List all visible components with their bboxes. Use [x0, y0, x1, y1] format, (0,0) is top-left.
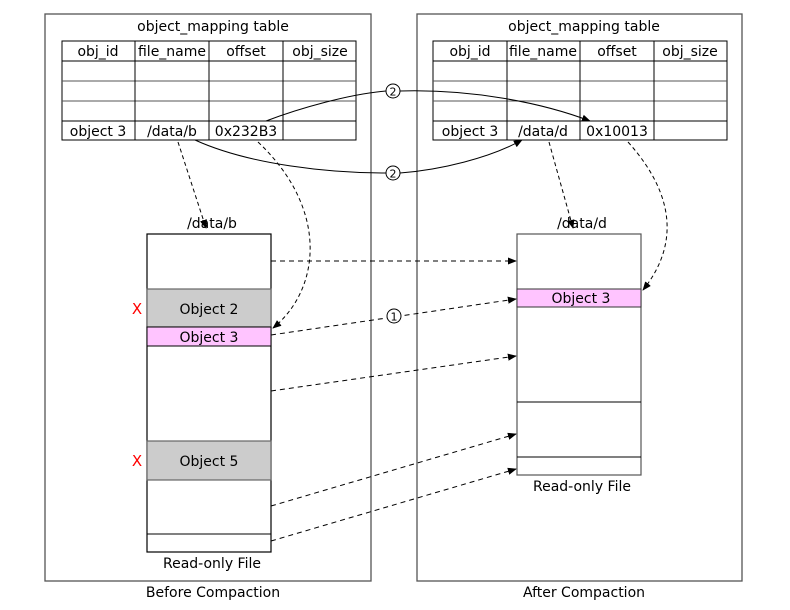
after-panel: object_mapping table obj_id file_name of…	[416, 13, 743, 601]
after-read-only-file: Object 3	[516, 233, 642, 476]
after-file-caption: Read-only File	[533, 479, 631, 495]
before-file-caption: Read-only File	[163, 556, 261, 572]
before-table-title: object_mapping table	[137, 19, 289, 35]
cell-offset: 0x10013	[586, 124, 648, 140]
after-table-title: object_mapping table	[508, 19, 660, 35]
copy-arrow	[270, 467, 517, 542]
column-header-offset: offset	[597, 44, 637, 60]
after-caption: After Compaction	[523, 585, 645, 601]
step-2-number-bottom: 2	[390, 168, 397, 181]
step-2-marker-bottom	[385, 165, 401, 181]
update-filename-curve-a	[194, 139, 387, 174]
after-file-name: /data/d	[557, 216, 607, 232]
object-3-block	[146, 326, 272, 347]
before-mapping-table: obj_id file_name offset obj_size object …	[61, 40, 357, 141]
object-3-label: Object 3	[552, 291, 611, 307]
column-header-obj-id: obj_id	[449, 44, 490, 60]
offset-pointer-arrow-before	[257, 141, 311, 329]
cell-file-name: /data/b	[147, 124, 197, 140]
offset-pointer-arrow-after	[627, 141, 668, 291]
table-row: object 3 /data/b 0x232B3	[70, 124, 277, 140]
column-header-offset: offset	[226, 44, 266, 60]
object-3-label: Object 3	[180, 330, 239, 346]
cell-obj-id: object 3	[442, 124, 499, 140]
delete-mark-object-2: X	[132, 300, 142, 318]
table-row: object 3 /data/d 0x10013	[442, 124, 648, 140]
object-5-block	[146, 440, 272, 481]
cell-file-name: /data/d	[518, 124, 568, 140]
filename-pointer-arrow-after	[548, 141, 575, 229]
copy-arrow	[270, 353, 517, 392]
before-read-only-file: Object 2 X Object 3 Object 5 X	[132, 233, 272, 553]
cell-obj-id: object 3	[70, 124, 127, 140]
object-2-label: Object 2	[180, 302, 239, 318]
update-offset-curve-b	[399, 90, 591, 122]
column-header-file-name: file_name	[509, 44, 577, 60]
after-panel-frame	[416, 13, 743, 582]
column-header-file-name: file_name	[138, 44, 206, 60]
object-5-label: Object 5	[180, 454, 239, 470]
column-header-obj-size: obj_size	[662, 44, 718, 60]
cell-offset: 0x232B3	[215, 124, 277, 140]
column-header-obj-size: obj_size	[292, 44, 348, 60]
step-markers: ② 2 2 1	[385, 83, 402, 324]
update-filename-curve-b	[399, 139, 523, 174]
delete-mark-object-5: X	[132, 452, 142, 470]
before-panel-frame	[44, 13, 372, 582]
step-1-marker	[386, 308, 402, 324]
before-file-name: /data/b	[187, 216, 237, 232]
object-3-block	[516, 288, 642, 308]
after-mapping-table: obj_id file_name offset obj_size object …	[432, 40, 728, 141]
filename-pointer-arrow-before	[177, 141, 207, 229]
before-caption: Before Compaction	[146, 585, 280, 601]
step-1-number: 1	[391, 311, 398, 324]
copy-arrow	[270, 432, 517, 507]
step-2-number-top: 2	[390, 86, 397, 99]
connectors	[177, 90, 668, 542]
step-2-marker-top	[385, 83, 401, 99]
column-header-obj-id: obj_id	[77, 44, 118, 60]
update-offset-curve-a	[265, 90, 387, 122]
before-panel: object_mapping table obj_id file_name of…	[44, 13, 372, 601]
